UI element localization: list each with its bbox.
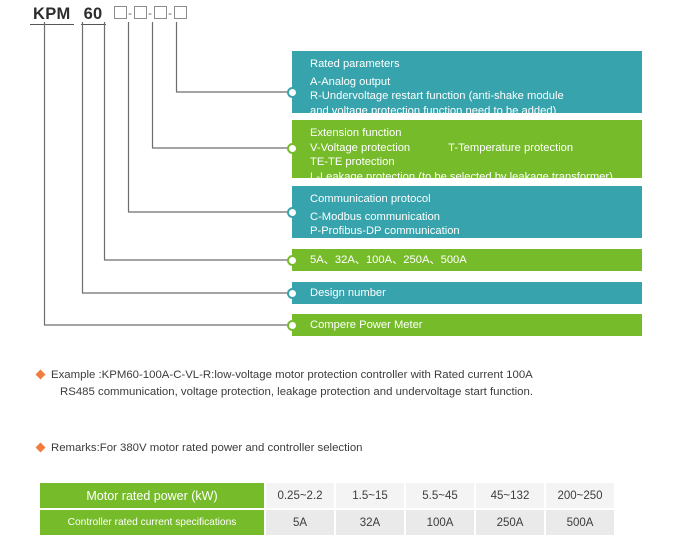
table-cell: 5.5~45: [406, 483, 474, 508]
callout-line: and voltage protection function need to …: [310, 104, 557, 117]
callout-line-two-column: V-Voltage protection T-Temperature protec…: [310, 141, 632, 156]
callout-line-temperature: T-Temperature protection: [448, 141, 574, 154]
note-body: Remarks:For 380V motor rated power and c…: [51, 440, 637, 457]
spec-table: Motor rated power (kW) 0.25~2.2 1.5~15 5…: [38, 481, 616, 537]
callout-line: L-Leakage protection (to be selected by …: [310, 170, 613, 183]
code-placeholder-box-3: [153, 6, 167, 19]
model-code-placeholders: - - -: [113, 5, 187, 20]
code-separator-2: -: [148, 5, 153, 20]
callout-title: Extension function: [310, 127, 402, 139]
connector-dot: [286, 319, 298, 331]
callout-title: Communication protocol: [310, 193, 431, 205]
connector-dot: [286, 287, 298, 299]
callout-line: A-Analog output: [310, 75, 391, 88]
callout-line: R-Undervoltage restart function (anti-sh…: [310, 90, 564, 103]
table-cell: 45~132: [476, 483, 544, 508]
callout-title: Design number: [310, 286, 386, 299]
code-placeholder-box-1: [113, 6, 127, 19]
callout-rated-parameters: Rated parameters A-Analog output R-Under…: [292, 51, 642, 117]
table-row: Motor rated power (kW) 0.25~2.2 1.5~15 5…: [40, 483, 614, 508]
connector-dot: [286, 142, 298, 154]
note-remarks: Remarks:For 380V motor rated power and c…: [35, 440, 637, 457]
model-code-segment-kpm: KPM: [30, 6, 74, 25]
callout-title: 5A、32A、100A、250A、500A: [310, 253, 467, 266]
connector-dot: [286, 86, 298, 98]
note-line: Remarks:For 380V motor rated power and c…: [51, 442, 363, 454]
callout-title: Rated parameters: [310, 58, 400, 70]
model-code-header: KPM 60 - - -: [30, 6, 187, 32]
table-cell: 100A: [406, 510, 474, 535]
diamond-bullet-icon: [35, 369, 46, 380]
table-cell: 0.25~2.2: [266, 483, 334, 508]
diamond-bullet-icon: [35, 442, 46, 453]
code-separator-3: -: [168, 5, 173, 20]
table-cell: 200~250: [546, 483, 614, 508]
callout-title: Compere Power Meter: [310, 318, 423, 331]
callout-communication-protocol: Communication protocol C-Modbus communic…: [292, 186, 642, 238]
table-cell: 250A: [476, 510, 544, 535]
note-line: Example :KPM60-100A-C-VL-R:low-voltage m…: [51, 369, 533, 381]
table-cell: 500A: [546, 510, 614, 535]
table-row: Controller rated current specifications …: [40, 510, 614, 535]
model-code-segment-60: 60: [80, 6, 106, 25]
table-cell: 5A: [266, 510, 334, 535]
note-example: Example :KPM60-100A-C-VL-R:low-voltage m…: [35, 367, 637, 401]
callout-line: P-Profibus-DP communication: [310, 225, 460, 238]
callout-design-number: Design number: [292, 282, 642, 304]
code-separator-1: -: [128, 5, 133, 20]
callout-product-name: Compere Power Meter: [292, 314, 642, 336]
connector-dot: [286, 206, 298, 218]
table-cell: 1.5~15: [336, 483, 404, 508]
note-line: RS485 communication, voltage protection,…: [60, 386, 534, 398]
callout-line: C-Modbus communication: [310, 210, 440, 223]
code-placeholder-box-2: [133, 6, 147, 19]
note-body: Example :KPM60-100A-C-VL-R:low-voltage m…: [51, 367, 637, 401]
table-cell: 32A: [336, 510, 404, 535]
callout-current-specifications: 5A、32A、100A、250A、500A: [292, 249, 642, 271]
connector-dot: [286, 254, 298, 266]
callout-line-voltage: V-Voltage protection: [310, 141, 411, 154]
table-row-header: Motor rated power (kW): [40, 483, 264, 508]
code-placeholder-box-4: [173, 6, 187, 19]
table-row-header: Controller rated current specifications: [40, 510, 264, 535]
callout-line: TE-TE protection: [310, 156, 395, 169]
